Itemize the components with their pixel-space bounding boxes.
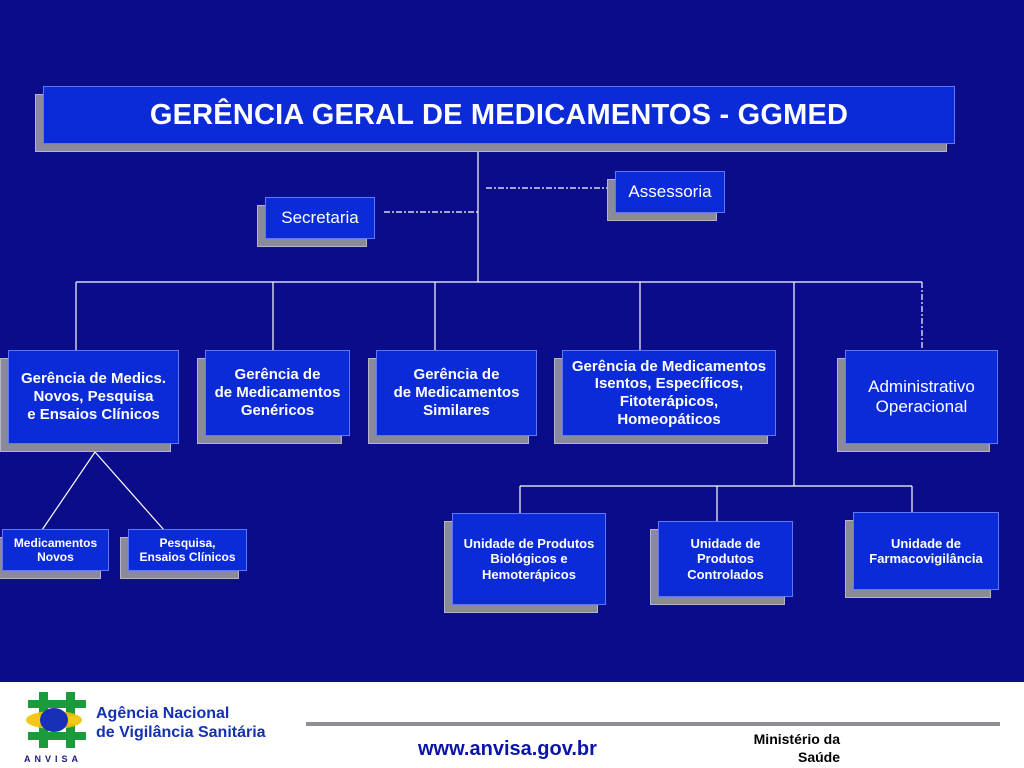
branch-medicamentos-novos xyxy=(41,451,96,531)
subunit-biologicos-label: Unidade de Produtos Biológicos e Hemoter… xyxy=(452,513,606,605)
branch-pesquisa xyxy=(94,451,165,531)
footer-divider xyxy=(306,722,1000,726)
logo-text: ANVISA xyxy=(24,754,83,764)
title-box: GERÊNCIA GERAL DE MEDICAMENTOS - GGMED xyxy=(35,86,955,152)
unit-similares-box: Gerência de de Medicamentos Similares xyxy=(368,350,537,444)
page-title: GERÊNCIA GERAL DE MEDICAMENTOS - GGMED xyxy=(43,86,955,144)
unit-administrativo-box: Administrativo Operacional xyxy=(837,350,998,452)
secretaria-box: Secretaria xyxy=(257,197,375,247)
assessoria-box: Assessoria xyxy=(607,171,725,221)
subunit-pesquisa-box: Pesquisa, Ensaios Clínicos xyxy=(120,529,247,579)
agency-name: Agência Nacional de Vigilância Sanitária xyxy=(96,705,266,742)
footer: ANVISA Agência Nacional de Vigilância Sa… xyxy=(0,682,1024,768)
subunit-farmacovigilancia-label: Unidade de Farmacovigilância xyxy=(853,512,999,590)
org-chart-slide: GERÊNCIA GERAL DE MEDICAMENTOS - GGMED A… xyxy=(0,0,1024,682)
unit-isentos-label: Gerência de Medicamentos Isentos, Especí… xyxy=(562,350,776,436)
subunit-farmacovigilancia-box: Unidade de Farmacovigilância xyxy=(845,512,999,598)
subunit-controlados-label: Unidade de Produtos Controlados xyxy=(658,521,793,597)
unit-administrativo-label: Administrativo Operacional xyxy=(845,350,998,444)
unit-novos-label: Gerência de Medics. Novos, Pesquisa e En… xyxy=(8,350,179,444)
subunit-controlados-box: Unidade de Produtos Controlados xyxy=(650,521,793,605)
subunit-pesquisa-label: Pesquisa, Ensaios Clínicos xyxy=(128,529,247,571)
anvisa-logo-icon xyxy=(26,692,86,748)
unit-genericos-label: Gerência de de Medicamentos Genéricos xyxy=(205,350,350,436)
website-link[interactable]: www.anvisa.gov.br xyxy=(418,738,597,760)
unit-isentos-box: Gerência de Medicamentos Isentos, Especí… xyxy=(554,350,776,444)
unit-novos-box: Gerência de Medics. Novos, Pesquisa e En… xyxy=(0,350,179,452)
unit-similares-label: Gerência de de Medicamentos Similares xyxy=(376,350,537,436)
secretaria-label: Secretaria xyxy=(265,197,375,239)
unit-genericos-box: Gerência de de Medicamentos Genéricos xyxy=(197,350,350,444)
subunit-biologicos-box: Unidade de Produtos Biológicos e Hemoter… xyxy=(444,513,606,613)
subunit-medicamentos-novos-label: Medicamentos Novos xyxy=(2,529,109,571)
subunit-medicamentos-novos-box: Medicamentos Novos xyxy=(0,529,109,579)
assessoria-label: Assessoria xyxy=(615,171,725,213)
ministry-name: Ministério da Saúde xyxy=(753,731,840,766)
connector-lines xyxy=(41,148,923,531)
